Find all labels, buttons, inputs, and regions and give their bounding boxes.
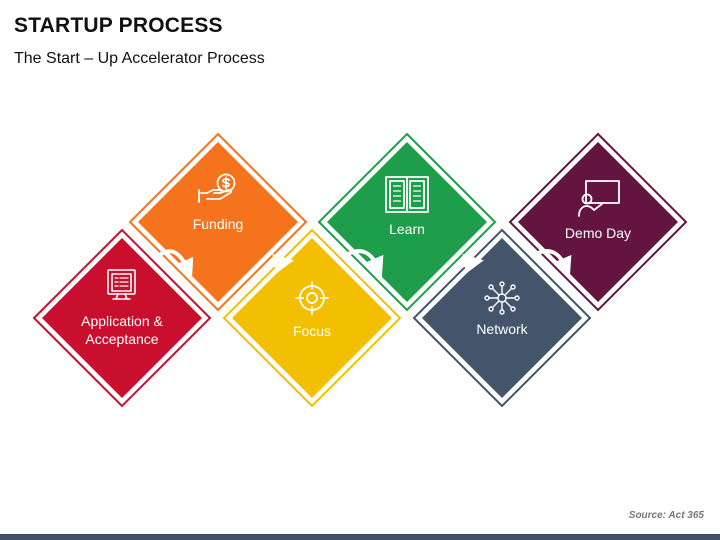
network-chip-icon bbox=[484, 281, 520, 315]
step-label-line: Network bbox=[476, 321, 528, 337]
step-label-line: Learn bbox=[389, 221, 425, 237]
connector-arrow bbox=[534, 249, 572, 278]
application-form-icon bbox=[107, 269, 136, 300]
connector-arrows bbox=[154, 249, 572, 292]
connector-arrow bbox=[434, 253, 484, 292]
open-book-icon bbox=[385, 176, 429, 213]
step-label-line: Application & bbox=[81, 313, 163, 329]
presentation-icon bbox=[578, 180, 620, 217]
step-label-line: Focus bbox=[293, 323, 331, 339]
step-label-line: Acceptance bbox=[85, 331, 158, 347]
step-label: Funding bbox=[193, 216, 244, 232]
step-label: Application & Acceptance bbox=[81, 313, 163, 347]
page-title: STARTUP PROCESS bbox=[14, 14, 223, 37]
hand-coin-icon bbox=[198, 173, 236, 203]
step-label: Focus bbox=[293, 323, 331, 339]
step-label-line: Demo Day bbox=[565, 225, 631, 241]
step-label: Demo Day bbox=[565, 225, 631, 241]
step-focus: Focus bbox=[222, 228, 402, 408]
step-network: Network bbox=[412, 228, 592, 408]
connector-arrow bbox=[244, 253, 294, 292]
footer-bar bbox=[0, 534, 720, 540]
step-label-line: Funding bbox=[193, 216, 244, 232]
connector-arrow bbox=[346, 249, 384, 278]
step-application-acceptance: Application & Acceptance bbox=[32, 228, 212, 408]
step-label: Learn bbox=[389, 221, 425, 237]
source-note: Source: Act 365 bbox=[628, 510, 704, 521]
page-subtitle: The Start – Up Accelerator Process bbox=[14, 50, 265, 67]
step-label: Network bbox=[476, 321, 528, 337]
target-icon bbox=[295, 281, 329, 315]
step-funding: Funding bbox=[128, 132, 308, 312]
connector-arrow bbox=[154, 249, 194, 280]
